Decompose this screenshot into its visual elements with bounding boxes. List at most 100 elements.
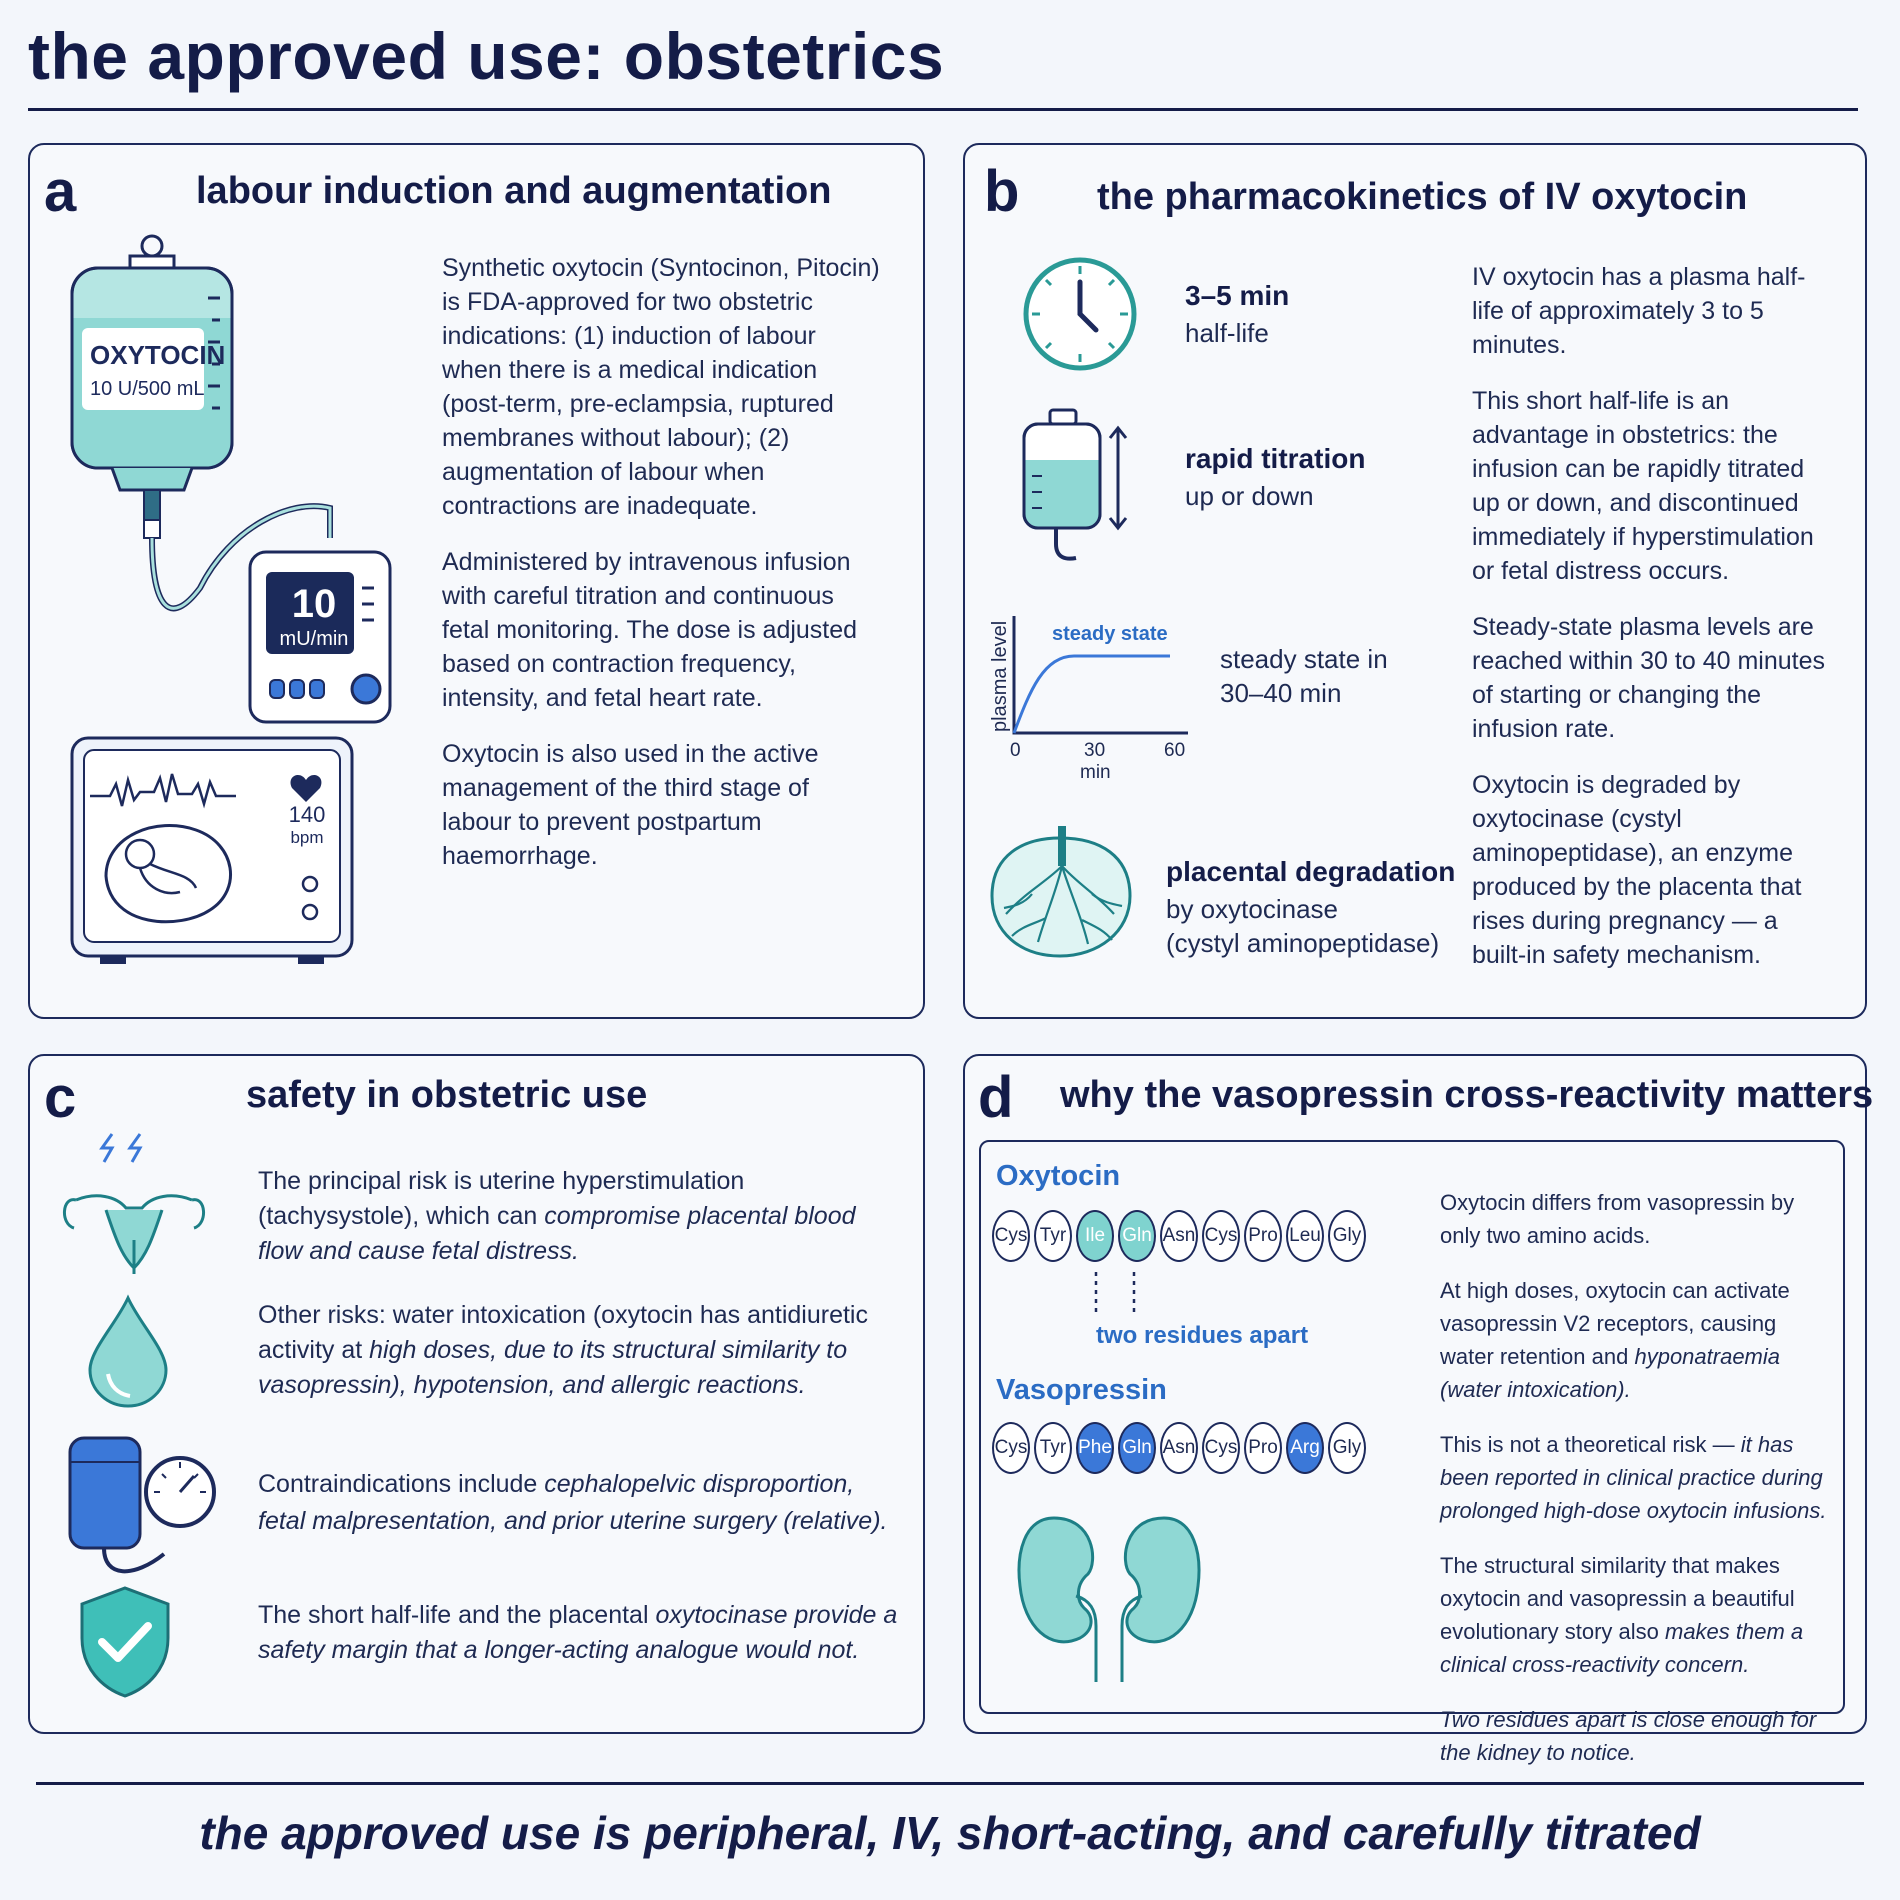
- panel-c-item-3-text: Contraindications include: [258, 1470, 545, 1498]
- shield-check-icon: [80, 1586, 170, 1698]
- chart-curve-label: steady state: [1052, 623, 1168, 645]
- residue-cys: Cys: [992, 1210, 1030, 1262]
- panel-d-para-3-text: This is not a theoretical risk —: [1440, 1432, 1741, 1457]
- panel-d-inner-box: [979, 1140, 1845, 1714]
- panel-c-item-1-emph: compromise placental blood flow and caus…: [258, 1202, 856, 1265]
- panel-d-para-4-text: The structural similarity that makes oxy…: [1440, 1553, 1795, 1644]
- panel-c-item-3-emph: cephalopelvic disproportion, fetal malpr…: [258, 1470, 888, 1535]
- panel-d-letter: d: [978, 1065, 1014, 1130]
- panel-d-para-4-emph: makes them a clinical cross-reactivity c…: [1440, 1619, 1804, 1677]
- residue-tyr: Tyr: [1034, 1210, 1072, 1262]
- residue-pro: Pro: [1244, 1422, 1282, 1474]
- halflife-sublabel: half-life: [1185, 318, 1269, 348]
- panel-b-text: IV oxytocin has a plasma half-life of ap…: [1472, 260, 1832, 994]
- residue-cys: Cys: [1202, 1210, 1240, 1262]
- panel-b-para-3: Steady-state plasma levels are reached w…: [1472, 613, 1825, 743]
- monitor-bpm-unit: bpm: [290, 828, 324, 847]
- panel-c-item-2-emph: high doses, due to its structural simila…: [258, 1336, 848, 1399]
- panel-a-title: labour induction and augmentation: [196, 170, 832, 212]
- chart-xunit: min: [1080, 762, 1111, 783]
- titration-label: rapid titration: [1185, 443, 1366, 474]
- panel-c: [28, 1054, 925, 1734]
- iv-bag-concentration: 10 U/500 mL: [90, 378, 205, 400]
- placental-label: placental degradation: [1166, 856, 1456, 887]
- panel-b-letter: b: [984, 159, 1020, 224]
- titration-sublabel: up or down: [1185, 481, 1314, 511]
- oxytocin-label: Oxytocin: [996, 1160, 1121, 1192]
- panel-d-para-2: At high doses, oxytocin can activate vas…: [1440, 1274, 1830, 1406]
- residue-tyr: Tyr: [1034, 1422, 1072, 1474]
- pump-display-unit: mU/min: [279, 628, 349, 650]
- chart-tick-60: 60: [1164, 740, 1185, 761]
- panel-d: [963, 1054, 1867, 1734]
- steady-state-chart: plasma level steady state 0 30 60 min: [989, 616, 1188, 783]
- page-title: the approved use: obstetrics: [28, 19, 945, 93]
- panel-a-letter: a: [44, 159, 77, 224]
- panel-c-item-3: Contraindications include cephalopelvic …: [258, 1466, 898, 1540]
- pump-display-value: 10: [291, 582, 337, 626]
- placental-sublabel-2: (cystyl aminopeptidase): [1166, 928, 1440, 958]
- panel-d-title: why the vasopressin cross-reactivity mat…: [1060, 1074, 1874, 1116]
- panel-c-item-2-text: Other risks: water intoxication (oxytoci…: [258, 1301, 868, 1364]
- panel-d-para-2-text: At high doses, oxytocin can activate vas…: [1440, 1278, 1790, 1369]
- residue-gly: Gly: [1328, 1422, 1366, 1474]
- panel-c-title: safety in obstetric use: [246, 1074, 648, 1116]
- vasopressin-label: Vasopressin: [996, 1374, 1167, 1406]
- panel-c-item-1: The principal risk is uterine hyperstimu…: [258, 1164, 898, 1269]
- panel-d-text: Oxytocin differs from vasopressin by onl…: [1440, 1186, 1830, 1791]
- residue-difference-marker: [1094, 1272, 1136, 1316]
- panel-d-para-5: Two residues apart is close enough for t…: [1440, 1707, 1817, 1765]
- chart-tick-0: 0: [1010, 740, 1021, 761]
- panel-b-title: the pharmacokinetics of IV oxytocin: [1097, 176, 1748, 218]
- panel-a-text: Synthetic oxytocin (Syntocinon, Pitocin)…: [442, 251, 882, 895]
- residue-arg: Arg: [1286, 1422, 1324, 1474]
- panel-c-item-1-text: The principal risk is uterine hyperstimu…: [258, 1167, 745, 1230]
- chart-tick-30: 30: [1084, 740, 1105, 761]
- two-residues-apart-label: two residues apart: [1096, 1322, 1309, 1349]
- uterus-icon: [63, 1133, 205, 1274]
- kidneys-icon: [1017, 1516, 1201, 1682]
- panel-d-para-1: Oxytocin differs from vasopressin by onl…: [1440, 1190, 1795, 1248]
- panel-d-para-3-emph: it has been reported in clinical practic…: [1440, 1432, 1827, 1523]
- residue-gln: Gln: [1118, 1210, 1156, 1262]
- panel-a-para-2: Administered by intravenous infusion wit…: [442, 548, 858, 712]
- panel-c-item-4-emph: oxytocinase provide a safety margin that…: [258, 1601, 898, 1664]
- monitor-bpm-value: 140: [288, 802, 326, 827]
- water-drop-icon: [88, 1294, 168, 1408]
- panel-d-para-4: The structural similarity that makes oxy…: [1440, 1549, 1830, 1681]
- residue-leu: Leu: [1286, 1210, 1324, 1262]
- residue-asn: Asn: [1160, 1210, 1198, 1262]
- infusion-titration-icon: [1022, 408, 1128, 561]
- footer-divider: [36, 1782, 1864, 1785]
- residue-cys: Cys: [992, 1422, 1030, 1474]
- panel-c-item-2: Other risks: water intoxication (oxytoci…: [258, 1298, 898, 1403]
- panel-c-item-4: The short half-life and the placental ox…: [258, 1598, 898, 1668]
- panel-c-item-4-text: The short half-life and the placental: [258, 1601, 656, 1629]
- placenta-icon: [990, 826, 1132, 958]
- title-divider: [28, 108, 1858, 111]
- residue-phe: Phe: [1076, 1422, 1114, 1474]
- chart-ylabel: plasma level: [989, 621, 1011, 732]
- blood-pressure-cuff-icon: [68, 1436, 216, 1574]
- panel-d-para-3: This is not a theoretical risk — it has …: [1440, 1428, 1830, 1527]
- iv-bag-icon: [70, 234, 392, 724]
- iv-bag-label: OXYTOCIN: [90, 340, 226, 370]
- fetal-monitor-icon: [70, 736, 354, 964]
- residue-gln: Gln: [1118, 1422, 1156, 1474]
- panel-d-para-2-emph: hyponatraemia (water intoxication).: [1440, 1344, 1781, 1402]
- panel-b-para-2: This short half-life is an advantage in …: [1472, 387, 1814, 585]
- residue-cys: Cys: [1202, 1422, 1240, 1474]
- placental-sublabel-1: by oxytocinase: [1166, 894, 1338, 924]
- panel-c-letter: c: [44, 1065, 77, 1130]
- panel-a-para-3: Oxytocin is also used in the active mana…: [442, 740, 819, 870]
- panel-b-para-4: Oxytocin is degraded by oxytocinase (cys…: [1472, 771, 1802, 969]
- residue-gly: Gly: [1328, 1210, 1366, 1262]
- steady-state-label: steady state in 30–40 min: [1220, 644, 1388, 708]
- panel-a-para-1: Synthetic oxytocin (Syntocinon, Pitocin)…: [442, 254, 880, 520]
- residue-asn: Asn: [1160, 1422, 1198, 1474]
- residue-ile: Ile: [1076, 1210, 1114, 1262]
- clock-icon: [1023, 257, 1137, 371]
- panel-b-para-1: IV oxytocin has a plasma half-life of ap…: [1472, 263, 1806, 359]
